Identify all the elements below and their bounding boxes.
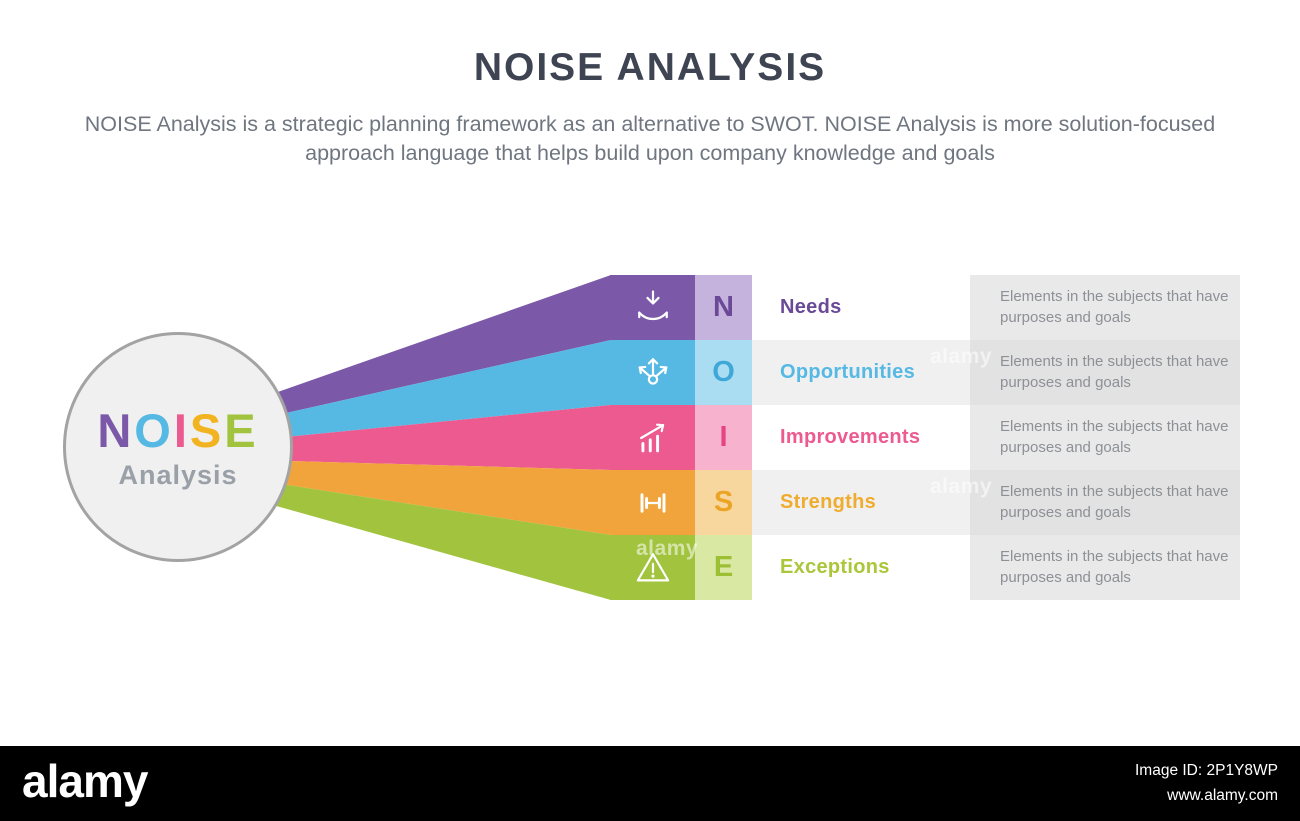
row-improvements: I Improvements Elements in the subjects … (610, 405, 1240, 470)
circle-letter-o: O (134, 404, 174, 457)
watermark-ghost: alamy (930, 345, 993, 368)
infographic-canvas: NOISE ANALYSIS NOISE Analysis is a strat… (63, 46, 1240, 600)
row-label: Needs (752, 275, 970, 340)
row-description: Elements in the subjects that have purpo… (970, 340, 1240, 405)
row-exceptions: E Exceptions Elements in the subjects th… (610, 535, 1240, 600)
ribbon-needs (255, 275, 611, 420)
ribbon-improvements (255, 405, 611, 470)
row-description: Elements in the subjects that have purpo… (970, 470, 1240, 535)
circle-subtitle: Analysis (118, 460, 238, 490)
circle-letter-n: N (97, 404, 135, 457)
row-description: Elements in the subjects that have purpo… (970, 405, 1240, 470)
row-label: Opportunities (752, 340, 970, 405)
row-description: Elements in the subjects that have purpo… (970, 535, 1240, 600)
row-needs: N Needs Elements in the subjects that ha… (610, 275, 1240, 340)
row-opportunities: O Opportunities Elements in the subjects… (610, 340, 1240, 405)
row-letter: S (695, 470, 752, 535)
watermark-footer-bar: alamy Image ID: 2P1Y8WP www.alamy.com (0, 746, 1300, 821)
warning-icon (610, 535, 695, 600)
row-label: Improvements (752, 405, 970, 470)
ribbon-strengths (255, 460, 611, 535)
hand-receive-icon (610, 275, 695, 340)
row-strengths: S Strengths Elements in the subjects tha… (610, 470, 1240, 535)
ribbon-exceptions (255, 480, 611, 600)
noise-circle: NOISE Analysis (63, 332, 293, 562)
row-label: Strengths (752, 470, 970, 535)
image-id: Image ID: 2P1Y8WP (1134, 762, 1278, 780)
spread-arrows-icon (610, 340, 695, 405)
noise-wordmark: NOISE (97, 403, 258, 458)
ribbon-opportunities (255, 340, 611, 440)
row-description: Elements in the subjects that have purpo… (970, 275, 1240, 340)
growth-chart-icon (610, 405, 695, 470)
circle-letter-e: E (224, 404, 259, 457)
row-letter: O (695, 340, 752, 405)
circle-letter-s: S (189, 404, 225, 457)
page-title: NOISE ANALYSIS (473, 46, 827, 89)
dumbbell-icon (610, 470, 695, 535)
alamy-logo: alamy (22, 754, 148, 807)
row-label: Exceptions (752, 535, 970, 600)
row-letter: I (695, 405, 752, 470)
footer-meta: Image ID: 2P1Y8WP www.alamy.com (1135, 759, 1278, 807)
watermark-ghost: alamy (636, 537, 699, 560)
row-letter: N (695, 275, 752, 340)
intro-paragraph: NOISE Analysis is a strategic planning f… (84, 112, 1216, 165)
alamy-url: www.alamy.com (1167, 786, 1278, 804)
circle-letter-i: I (173, 404, 190, 457)
row-letter: E (695, 535, 752, 600)
watermark-ghost: alamy (930, 475, 993, 498)
fan-ribbons-graphic (255, 275, 611, 600)
